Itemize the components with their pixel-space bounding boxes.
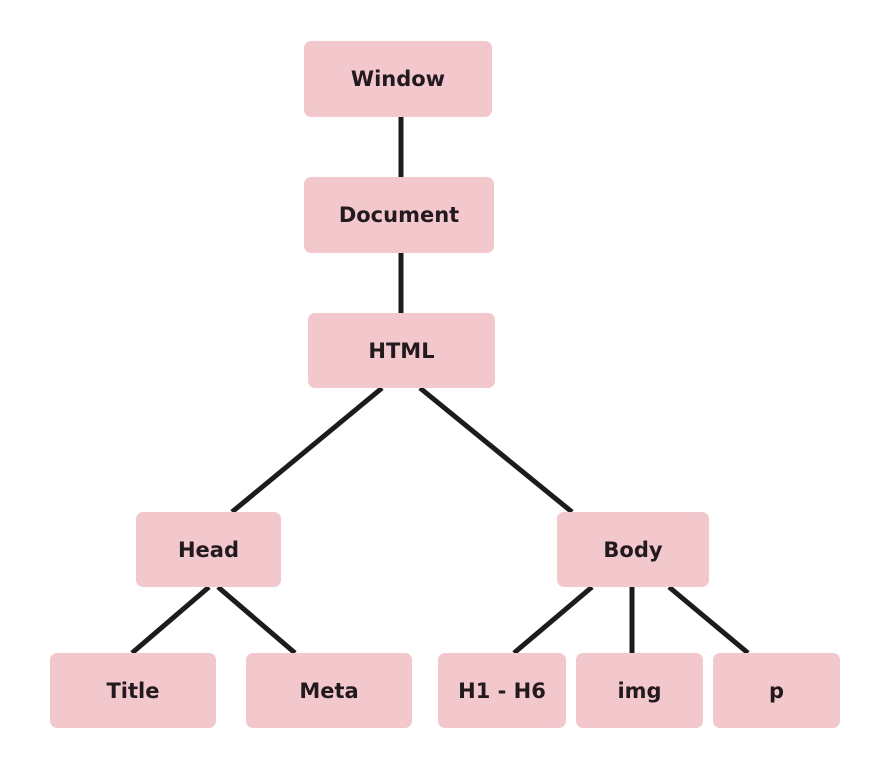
node-img: img	[576, 653, 703, 728]
node-h1-h6: H1 - H6	[438, 653, 566, 728]
node-title: Title	[50, 653, 216, 728]
node-window: Window	[304, 41, 492, 117]
node-meta: Meta	[246, 653, 412, 728]
node-head: Head	[136, 512, 281, 587]
edge-head-meta	[216, 585, 297, 655]
node-document: Document	[304, 177, 494, 253]
edge-body-p	[667, 585, 750, 655]
edge-html-head	[230, 386, 384, 514]
edge-html-body	[418, 386, 574, 514]
edge-head-title	[130, 585, 211, 655]
node-p: p	[713, 653, 840, 728]
node-body: Body	[557, 512, 709, 587]
node-html: HTML	[308, 313, 495, 388]
edge-body-h1h6	[512, 585, 594, 655]
